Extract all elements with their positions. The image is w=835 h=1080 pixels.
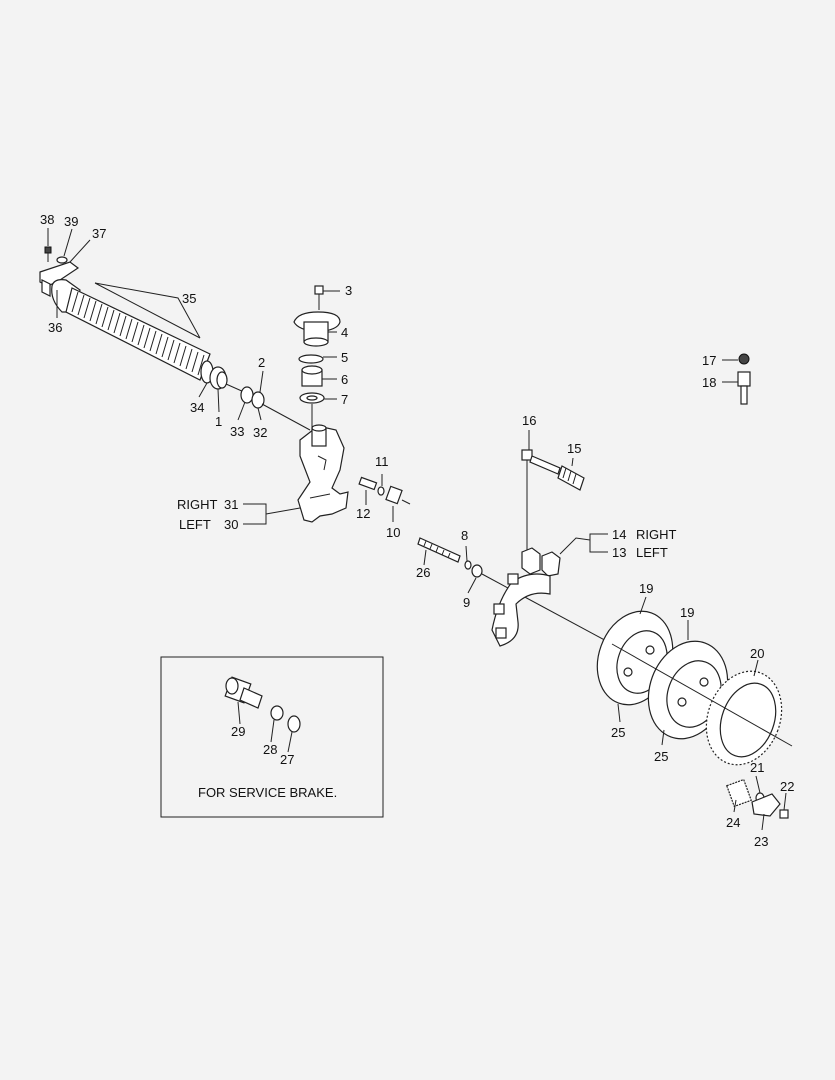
- callout-17: 17: [702, 353, 716, 368]
- callout-38: 38: [40, 212, 54, 227]
- callout-22: 22: [780, 779, 794, 794]
- callout-23: 23: [754, 834, 768, 849]
- callout-30: 30: [224, 517, 238, 532]
- pin-assembly: [358, 476, 411, 505]
- leader-lines: [47, 228, 787, 831]
- fitting-assembly: [737, 353, 751, 405]
- callout-35: 35: [182, 291, 196, 306]
- callout-32: 32: [253, 425, 267, 440]
- callout-39: 39: [64, 214, 78, 229]
- callout-19b: 19: [680, 605, 694, 620]
- callout-13: 13: [612, 545, 626, 560]
- label-left-13: LEFT: [636, 545, 668, 560]
- callout-37: 37: [92, 226, 106, 241]
- callout-6: 6: [341, 372, 348, 387]
- center-shaft-assembly: [293, 285, 349, 523]
- callout-15: 15: [567, 441, 581, 456]
- callout-18: 18: [702, 375, 716, 390]
- callout-20: 20: [750, 646, 764, 661]
- callout-5: 5: [341, 350, 348, 365]
- callout-24: 24: [726, 815, 740, 830]
- callout-29: 29: [231, 724, 245, 739]
- callout-14: 14: [612, 527, 626, 542]
- brake-disc-assembly: [596, 610, 793, 766]
- callout-1: 1: [215, 414, 222, 429]
- callout-8: 8: [461, 528, 468, 543]
- callout-16: 16: [522, 413, 536, 428]
- pinion-assembly: [726, 778, 789, 819]
- label-right-14: RIGHT: [636, 527, 677, 542]
- callout-3: 3: [345, 283, 352, 298]
- callout-4: 4: [341, 325, 348, 340]
- label-right-31: RIGHT: [177, 497, 218, 512]
- callout-28: 28: [263, 742, 277, 757]
- callout-25b: 25: [654, 749, 668, 764]
- callout-21: 21: [750, 760, 764, 775]
- callout-31: 31: [224, 497, 238, 512]
- callout-numbers: 38 39 37 36 35 34 1 33 32 2 3 4 5 6 7 RI…: [40, 212, 794, 849]
- spring-rod-assembly: [39, 246, 311, 431]
- service-brake-inset: FOR SERVICE BRAKE.: [160, 656, 384, 818]
- callout-26: 26: [416, 565, 430, 580]
- bracket-assembly: [491, 449, 585, 647]
- callout-33: 33: [230, 424, 244, 439]
- callout-36: 36: [48, 320, 62, 335]
- callout-25a: 25: [611, 725, 625, 740]
- coil-spring: [65, 287, 211, 381]
- inset-note: FOR SERVICE BRAKE.: [198, 785, 337, 800]
- callout-19a: 19: [639, 581, 653, 596]
- callout-27: 27: [280, 752, 294, 767]
- callout-11: 11: [375, 454, 389, 469]
- callout-2: 2: [258, 355, 265, 370]
- callout-9: 9: [463, 595, 470, 610]
- callout-10: 10: [386, 525, 400, 540]
- callout-34: 34: [190, 400, 204, 415]
- label-left-30: LEFT: [179, 517, 211, 532]
- callout-7: 7: [341, 392, 348, 407]
- callout-12: 12: [356, 506, 370, 521]
- threaded-rod-assembly: [417, 537, 613, 645]
